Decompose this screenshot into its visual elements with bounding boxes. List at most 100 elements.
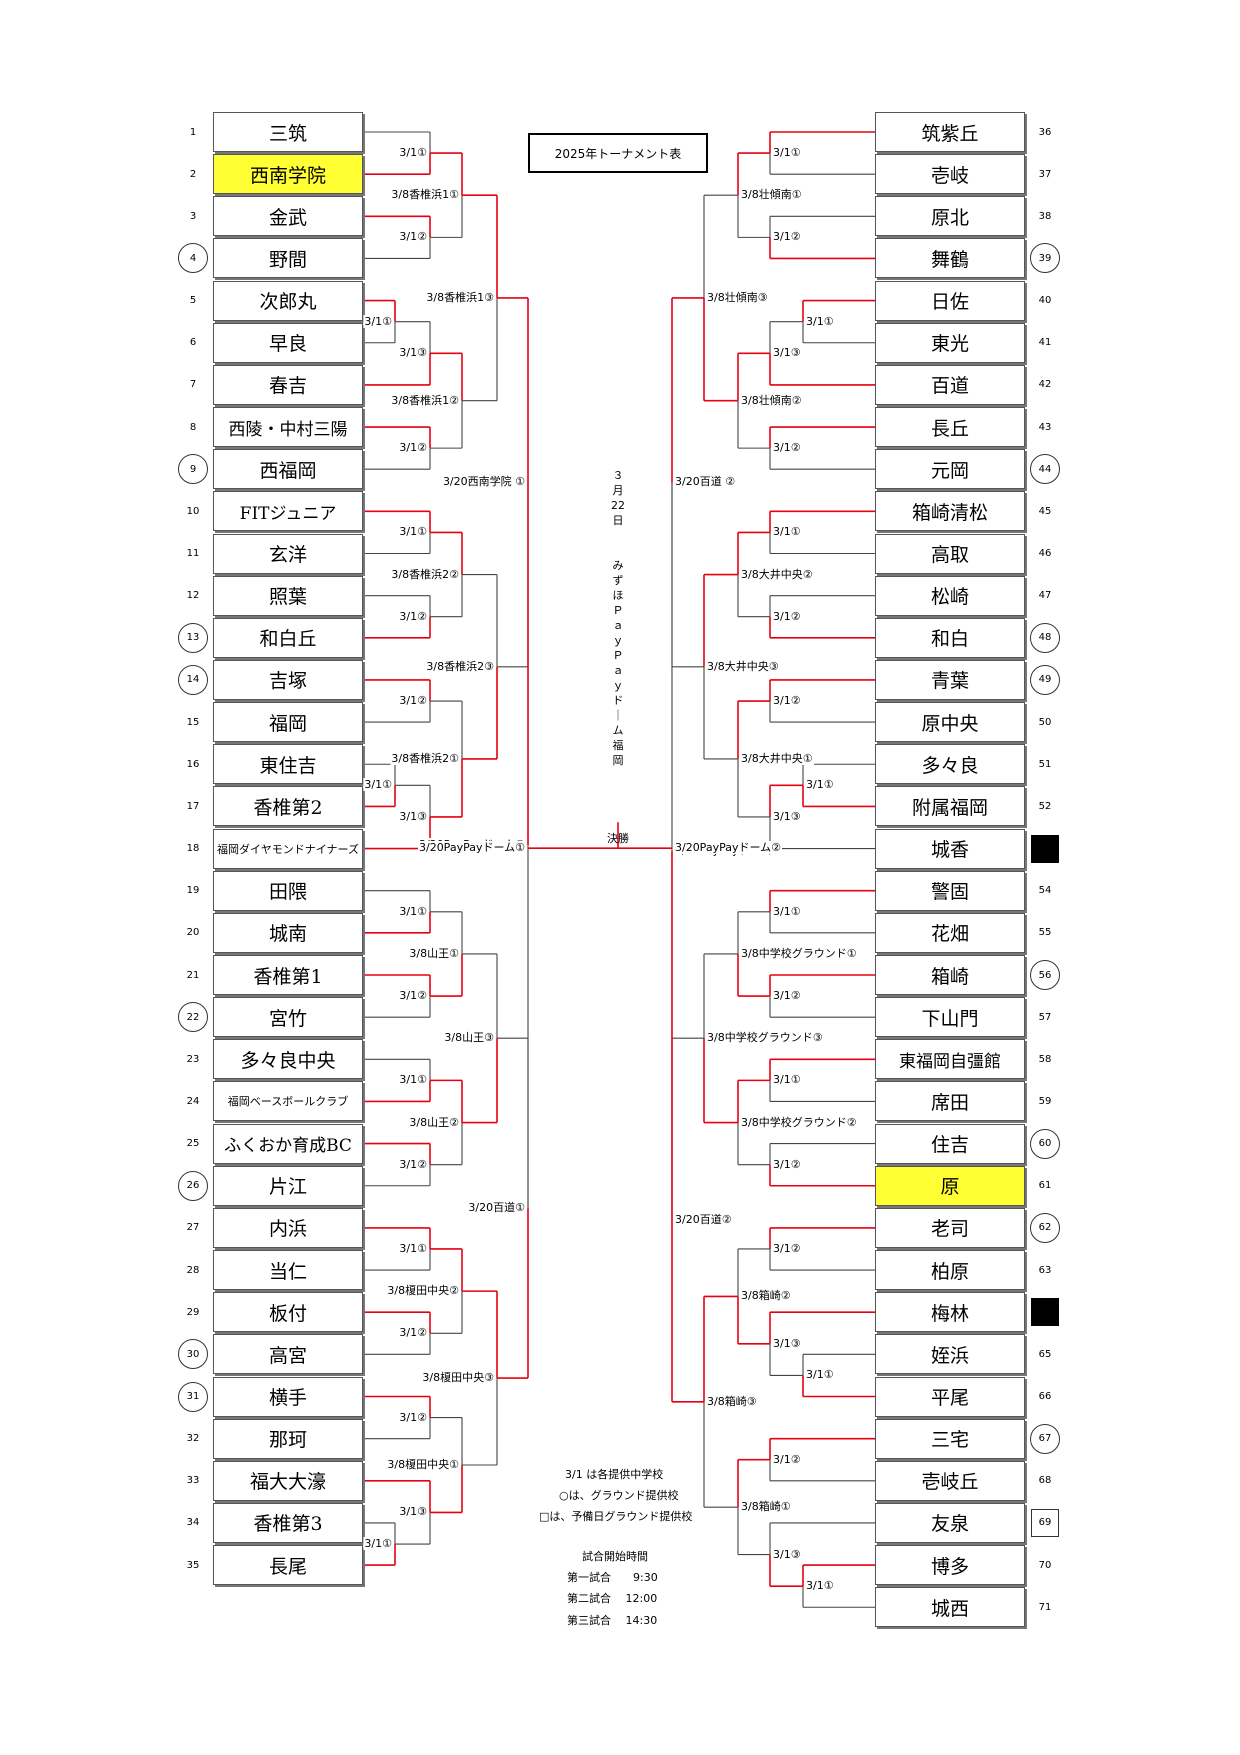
venue-char: ほ [612,589,624,602]
seed-number: 42 [1038,379,1052,391]
note-line-1: 3/1 は各提供中学校 [565,1468,664,1481]
seed-number: 40 [1038,295,1052,307]
seed-number: 59 [1038,1095,1052,1107]
match-label: 3/1① [772,904,802,918]
team-55: 花畑 [875,912,1025,953]
match-label: 3/1① [363,778,393,792]
seed-number: 48 [1030,622,1060,653]
team-50: 原中央 [875,702,1025,743]
team-36: 筑紫丘 [875,112,1025,152]
seed-number: 35 [186,1559,200,1571]
seed-number: 29 [186,1306,200,1318]
team-44: 元岡 [875,449,1025,490]
seed-number: 68 [1038,1475,1052,1487]
team-12: 照葉 [213,575,363,616]
seed-number: 12 [186,590,200,602]
match-label: 3/8大井中央① [740,751,814,765]
match-label: 3/8箱崎① [740,1500,792,1514]
final-label: 決勝 [607,832,629,845]
match-label: 3/20西南学院 ① [441,475,526,489]
match-label: 3/1① [772,525,802,539]
seed-number: 11 [186,548,200,559]
team-21: 香椎第1 [213,955,363,995]
venue-char: ３ [612,469,624,482]
team-30: 高宮 [213,1334,363,1375]
team-29: 板付 [213,1292,363,1333]
venue-char: 22 [611,499,625,512]
seed-number: 55 [1038,927,1052,939]
times-title: 試合開始時間 [582,1550,648,1563]
match-label: 3/20PayPayドーム① [417,841,526,855]
seed-number: 1 [189,126,197,138]
seed-number: 4 [178,243,208,274]
team-3: 金武 [213,196,363,237]
seed-number: 66 [1038,1391,1052,1402]
team-23: 多々良中央 [213,1039,363,1080]
team-22: 宮竹 [213,997,363,1038]
match-label: 3/20百道① [467,1201,526,1215]
seed-number: 63 [1038,1264,1052,1276]
seed-number: 14 [178,664,208,695]
venue-char: 日 [612,514,624,527]
team-10: FITジュニア [213,491,363,532]
seed-number: 52 [1038,800,1052,812]
venue-char: ｜ [612,709,624,722]
match-label: 3/1② [398,230,428,244]
team-47: 松崎 [875,575,1025,616]
team-60: 住吉 [875,1123,1025,1164]
seed-number: 41 [1038,337,1052,349]
team-15: 福岡 [213,702,363,743]
match-label: 3/8香椎浜1① [390,188,460,202]
seed-number: 47 [1038,590,1052,602]
seed-number: 69 [1031,1508,1059,1537]
team-31: 横手 [213,1376,363,1417]
match-label: 3/1② [772,230,802,244]
match-label: 3/1① [363,314,393,328]
venue-char: ず [612,574,624,587]
seed-number: 37 [1038,168,1052,180]
seed-number: 50 [1038,716,1052,728]
seed-number: 32 [186,1433,200,1445]
seed-number: 20 [186,927,200,939]
venue-char: ｙ [612,634,624,647]
venue-char: 福 [612,739,624,752]
match-label: 3/1① [805,314,835,328]
seed-number: 71 [1038,1601,1052,1613]
team-32: 那珂 [213,1418,363,1459]
seed-number: 19 [186,885,200,897]
reserved-marker [1031,834,1059,863]
seed-number: 44 [1030,454,1060,485]
team-67: 三宅 [875,1418,1025,1459]
team-48: 和白 [875,617,1025,658]
team-63: 柏原 [875,1250,1025,1291]
seed-number: 17 [186,800,200,812]
match-label: 3/1② [772,694,802,708]
match-label: 3/1② [398,1157,428,1171]
seed-number: 56 [1030,960,1060,990]
match-label: 3/1③ [772,809,802,823]
seed-number: 7 [189,379,197,391]
match-label: 3/1② [772,609,802,623]
seed-number: 31 [178,1381,208,1412]
match-label: 3/1① [772,146,802,160]
team-13: 和白丘 [213,617,363,658]
match-label: 3/1③ [772,1547,802,1561]
seed-number: 15 [186,716,200,728]
match-label: 3/8香椎浜1② [390,393,460,407]
team-64: 梅林 [875,1292,1025,1333]
team-69: 友泉 [875,1502,1025,1543]
team-53: 城香 [875,828,1025,869]
match-label: 3/8壮傾南③ [706,290,769,304]
tournament-title: 2025年トーナメント表 [528,133,708,173]
team-56: 箱崎 [875,955,1025,995]
team-45: 箱崎清松 [875,491,1025,532]
venue-char: ド [612,694,624,707]
team-39: 舞鶴 [875,238,1025,279]
team-20: 城南 [213,912,363,953]
team-58: 東福岡自彊館 [875,1039,1025,1080]
seed-number: 65 [1038,1348,1052,1360]
seed-number: 30 [178,1339,208,1370]
match-label: 3/1① [398,1241,428,1255]
match-label: 3/1③ [398,346,428,360]
team-2: 西南学院 [213,154,363,195]
